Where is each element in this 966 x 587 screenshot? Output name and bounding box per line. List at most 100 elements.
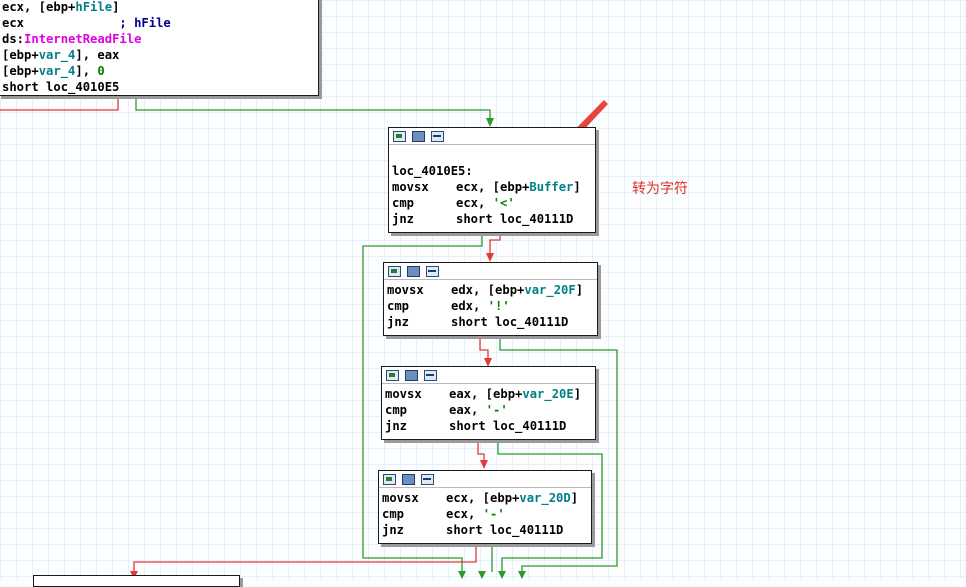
node-code-icon[interactable] [426,265,439,277]
code-line[interactable]: short loc_4010E5 [2,79,315,95]
operand-text: short loc_4010E5 [2,80,120,94]
arrowhead [518,571,526,579]
node-code-icon[interactable] [431,130,444,142]
operand-text: ecx, [ebp+ [456,180,530,194]
instruction-mnemonic: movsx [385,387,422,401]
graph-color-icon[interactable] [386,369,399,381]
graph-color-icon[interactable] [388,265,401,277]
operand-text: eax, [ebp+ [449,387,523,401]
operand-symbol[interactable]: var_20D [519,491,571,505]
edge-b2-to-b3 [479,336,489,360]
node-code-icon[interactable] [421,473,434,485]
node-rename-icon[interactable] [407,265,420,277]
operand-text: ecx, [ebp+ [2,0,76,14]
operand-symbol: '!' [487,299,510,313]
operand-text: ds: [2,32,25,46]
node-rename-icon[interactable] [412,130,425,142]
instruction-mnemonic: cmp [385,403,408,417]
operand-text: [ebp+ [2,48,39,62]
arrowhead [478,571,486,579]
operand-text: ] [112,0,120,14]
edge-b3-to-b4 [477,440,485,462]
code-line[interactable]: ecx, [ebp+hFile] [2,0,315,15]
operand-text: ecx, [ebp+ [446,491,520,505]
operand-symbol[interactable]: Buffer [529,180,574,194]
graph-color-icon[interactable] [383,473,396,485]
code-line[interactable]: ecx ; hFile [2,15,315,31]
code-line[interactable]: [ebp+var_4], eax [2,47,315,63]
edge-b1-true [362,232,483,572]
operand-text: short loc_40111D [449,419,567,433]
operand-text: ] [570,491,579,505]
instruction-mnemonic: cmp [387,299,410,313]
operand-symbol[interactable]: var_20F [524,283,576,297]
node-rename-icon[interactable] [402,473,415,485]
arrowhead [480,460,488,469]
edge-b3-true [497,440,603,572]
edge-b4-false [133,544,477,572]
operand-text: eax, [449,403,486,417]
instruction-mnemonic: movsx [392,180,429,194]
arrowhead [458,571,466,579]
operand-text: ], [75,64,98,78]
code-line[interactable]: [ebp+var_4], 0 [2,63,315,79]
operand-text: short loc_40111D [451,315,569,329]
operand-text: edx, [ebp+ [451,283,525,297]
bottom-node-partial[interactable] [33,575,240,587]
operand-text: ecx [2,16,120,30]
edge-b1-to-b2 [489,232,501,255]
node-header [382,367,595,384]
operand-text: edx, [451,299,488,313]
arrowhead [498,571,506,579]
graph-color-icon[interactable] [393,130,406,142]
instruction-mnemonic: cmp [382,507,405,521]
operand-text: short loc_40111D [456,212,574,226]
operand-text: loc_4010E5: [392,164,473,178]
edge-b2-true [499,336,618,572]
operand-text: ] [575,283,584,297]
operand-text: ecx, [456,196,493,210]
node-rename-icon[interactable] [405,369,418,381]
operand-symbol[interactable]: hFile [75,0,113,14]
operand-symbol[interactable]: var_20E [522,387,574,401]
node-header [379,471,591,488]
node-header [384,263,597,280]
operand-symbol[interactable]: var_4 [38,48,76,62]
arrowhead [484,358,492,367]
operand-symbol[interactable]: var_4 [38,64,76,78]
operand-symbol: '<' [492,196,515,210]
code-line[interactable]: ds:InternetReadFile [2,31,315,47]
code-line[interactable]: movsx edx, [ebp+var_20F] [387,282,594,298]
node-code-icon[interactable] [424,369,437,381]
code-line[interactable]: cmp edx, '!' [387,298,594,314]
edge-top-false [0,96,119,111]
code-line[interactable] [392,147,592,163]
annotation-label: 转为字符 [632,181,688,197]
operand-text: ], eax [75,48,120,62]
edge-top-to-loc4010e5 [135,96,491,120]
instruction-mnemonic: jnz [382,523,405,537]
instruction-mnemonic: movsx [387,283,424,297]
operand-symbol[interactable]: InternetReadFile [24,32,142,46]
code-line[interactable]: loc_4010E5: [392,163,592,179]
